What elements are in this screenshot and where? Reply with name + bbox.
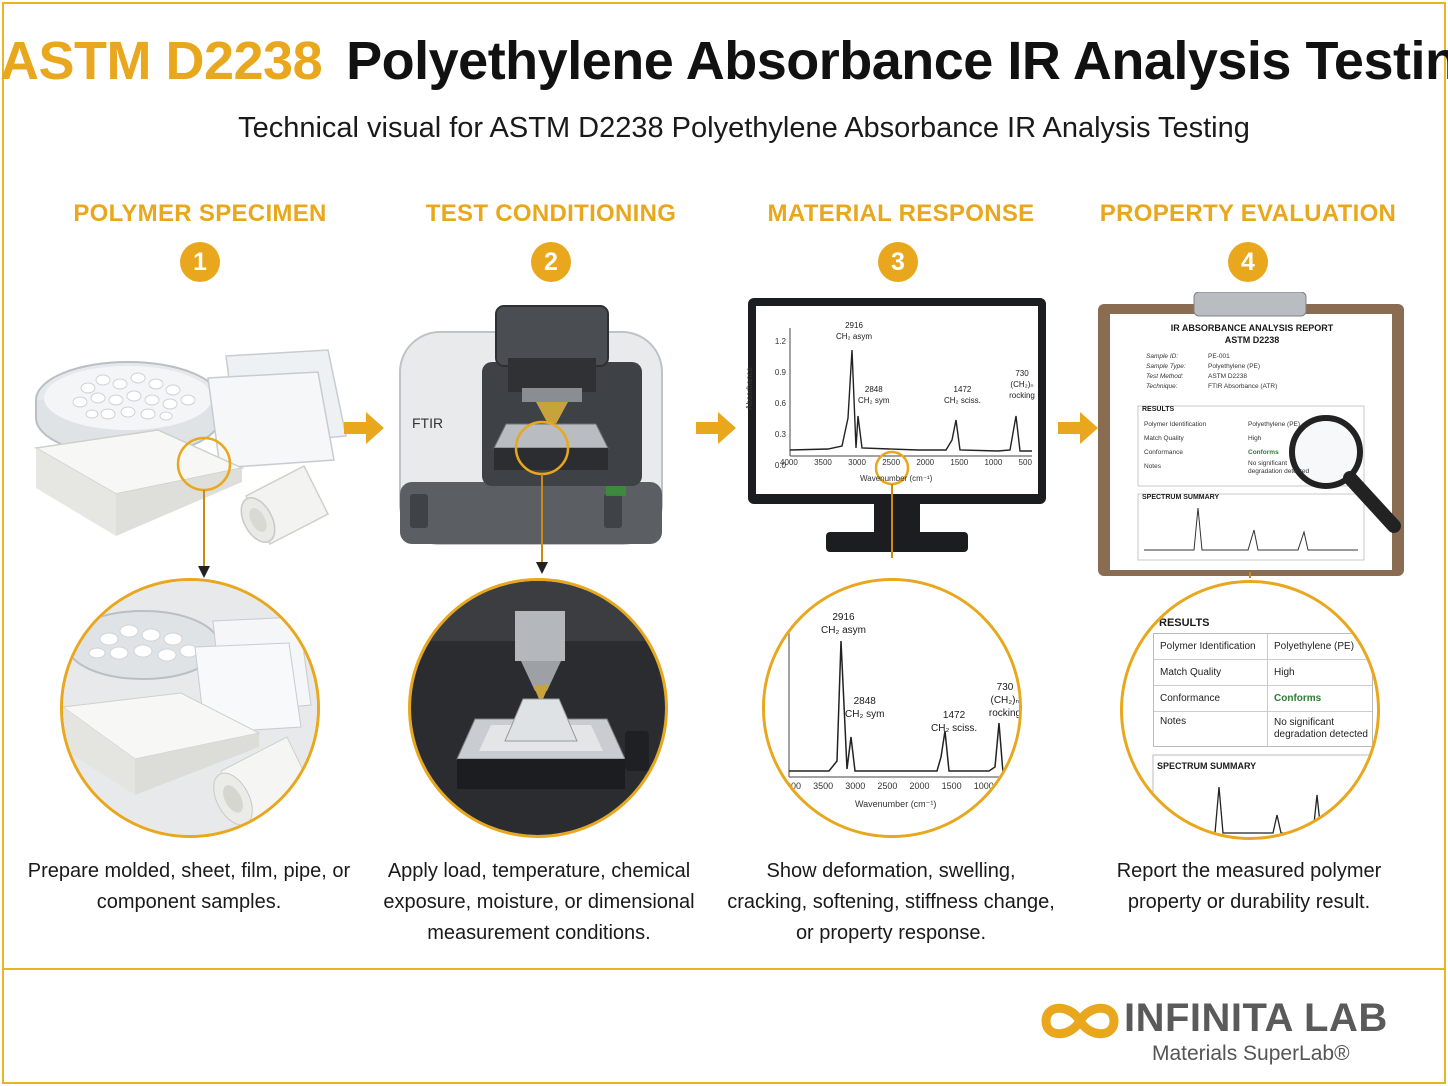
x-tick: 1500	[950, 458, 969, 467]
report-spectrum-title: SPECTRUM SUMMARY	[1142, 494, 1220, 501]
title-standard-code: ASTM D2238	[0, 31, 323, 91]
report-info: Sample ID:PE-001 Sample Type:Polyethylen…	[1146, 353, 1278, 390]
infinita-lab-logo: INFINITA LAB Materials SuperLab®	[1040, 992, 1400, 1072]
spectrum-monitor: 1.2 0.9 0.6 0.3 0.0 Absorbance 4000 3500…	[744, 298, 1046, 558]
x-tick: 500	[1018, 458, 1032, 467]
pipe-sample	[240, 464, 330, 546]
specimen-zoom-view	[60, 578, 320, 838]
x-axis-label: Wavenumber (cm⁻¹)	[860, 474, 933, 483]
flow-arrow-icon	[1058, 412, 1098, 444]
y-tick-labels: 1.2 0.9 0.6 0.3 0.0	[760, 326, 786, 481]
film-sheets	[207, 349, 347, 469]
step-1-number-badge: 1	[180, 242, 220, 282]
x-tick-labels: 4000 3500 3000 2500 2000 1500 1000 500	[780, 458, 1032, 467]
step-2-caption: Apply load, temperature, chemical exposu…	[383, 860, 695, 944]
y-tick: 1.2	[774, 337, 786, 346]
x-tick: 2000	[916, 458, 935, 467]
x-tick: 4000	[780, 458, 798, 467]
infinity-icon	[1041, 1003, 1119, 1039]
step-3-title: MATERIAL RESPONSE	[767, 200, 1035, 227]
zoom-peak-label: 730(CH₂)ₙ rocking	[988, 682, 1022, 719]
step-3-caption: Show deformation, swelling, cracking, so…	[727, 860, 1055, 944]
y-tick: 0.6	[774, 399, 786, 408]
footer-divider	[4, 968, 1444, 970]
y-axis-label: Absorbance	[744, 367, 754, 410]
ftir-instrument-illustration: FTIR	[399, 305, 663, 574]
y-tick: 0.9	[774, 368, 786, 377]
zoom-x-axis-label: Wavenumber (cm⁻¹)	[855, 799, 937, 809]
brand-name: INFINITA LAB	[1124, 996, 1388, 1040]
step-2-title: TEST CONDITIONING	[425, 200, 677, 227]
y-tick: 0.3	[774, 430, 786, 439]
x-tick: 3500	[814, 458, 832, 467]
step-1-caption: Prepare molded, sheet, film, pipe, or co…	[27, 860, 351, 913]
x-tick: 1000	[984, 458, 1003, 467]
ftir-label: FTIR	[412, 415, 443, 431]
step-2-number-badge: 2	[531, 242, 571, 282]
step-4-title: PROPERTY EVALUATION	[1099, 200, 1397, 227]
step-4-caption: Report the measured polymer property or …	[1116, 860, 1382, 913]
x-tick: 2500	[882, 458, 901, 467]
zoom-results-title: RESULTS	[1159, 617, 1210, 629]
polymer-specimen-illustration	[33, 349, 347, 578]
page-title: ASTM D2238 Polyethylene Absorbance IR Ana…	[0, 30, 1448, 92]
x-tick: 3000	[848, 458, 866, 467]
brand-tagline: Materials SuperLab®	[1152, 1042, 1350, 1065]
step-4-number-badge: 4	[1228, 242, 1268, 282]
flow-arrow-icon	[696, 412, 736, 444]
molded-plaque	[33, 429, 245, 536]
y-tick: 0.0	[774, 461, 786, 470]
step-1-title: POLYMER SPECIMEN	[73, 200, 327, 227]
flow-arrow-icon	[344, 412, 384, 444]
step-3-number-badge: 3	[878, 242, 918, 282]
page-subtitle: Technical visual for ASTM D2238 Polyethy…	[238, 112, 1250, 144]
zoom-spectrum-title: SPECTRUM SUMMARY	[1157, 761, 1257, 771]
peak-label: 730(CH₂)ₙ rocking	[1009, 369, 1035, 400]
title-text: Polyethylene Absorbance IR Analysis Test…	[346, 31, 1448, 91]
report-results-title: RESULTS	[1142, 406, 1175, 413]
conditioning-zoom-view	[408, 578, 668, 838]
